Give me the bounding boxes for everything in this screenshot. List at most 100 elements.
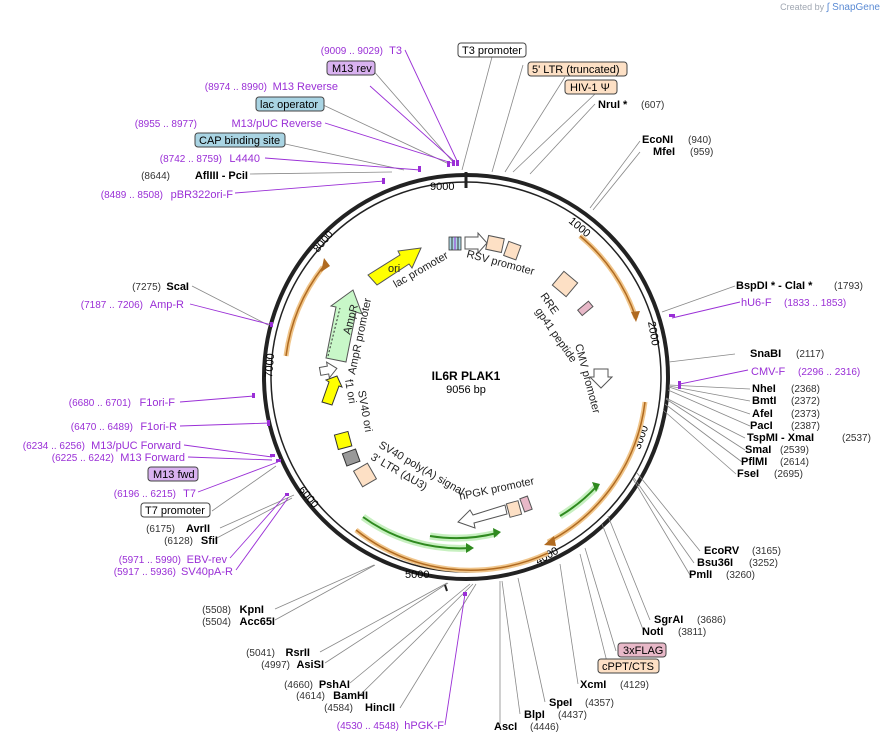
enzyme-kpni-pos: (5508) xyxy=(202,605,231,616)
primer-m13-puc-forward: M13/pUC Forward xyxy=(91,440,181,452)
primer-t7: T7 xyxy=(183,488,196,500)
enzyme-nhei: NheI xyxy=(752,383,776,395)
hiv-psi-box xyxy=(564,79,618,95)
enzyme-acc65i: Acc65I xyxy=(240,616,275,628)
enzyme-smai: SmaI xyxy=(745,444,771,456)
enzyme-noti-pos: (3811) xyxy=(678,627,706,638)
enzyme-fsei-pos: (2695) xyxy=(774,469,803,480)
ltr5-block xyxy=(485,234,505,254)
enzyme-scai-pos: (7275) xyxy=(132,282,161,293)
plasmid-name: IL6R PLAK1 xyxy=(432,369,501,383)
primer-f1ori-f: F1ori-F xyxy=(140,397,176,409)
ampr-arrow xyxy=(325,289,363,363)
m13-rev-label: M13 rev xyxy=(332,63,372,75)
hiv-psi-label: HIV-1 Ψ xyxy=(570,82,610,94)
enzyme-hincii-pos: (4584) xyxy=(324,703,353,714)
cppt-cts-label: cPPT/CTS xyxy=(602,661,654,673)
primer-t3: T3 xyxy=(389,45,402,57)
ltr5-label: 5' LTR (truncated) xyxy=(532,64,619,76)
f1-ori-arrow xyxy=(321,375,343,406)
tick-7000: 7000 xyxy=(263,353,277,378)
cppt-cts-box xyxy=(597,658,660,674)
enzyme-bspdi-pos: (1793) xyxy=(834,281,863,292)
primer-sv40pa-r-pos: (5917 .. 5936) xyxy=(114,567,176,578)
enzyme-sfii: SfiI xyxy=(201,535,218,547)
3xflag-label: 3xFLAG xyxy=(623,645,663,657)
primer-amp-r: Amp-R xyxy=(150,299,184,311)
enzyme-scai: ScaI xyxy=(166,281,189,293)
primer-m13-reverse: M13 Reverse xyxy=(273,81,338,93)
tick-6000: 6000 xyxy=(296,484,321,510)
lac-operator-box xyxy=(255,96,325,112)
primer-hpgk-f: hPGK-F xyxy=(404,720,444,732)
cmv-promoter-arrow xyxy=(588,368,614,389)
rre-block xyxy=(551,270,579,298)
primer-f1ori-r-pos: (6470 .. 6489) xyxy=(71,422,133,433)
primer-t7-pos: (6196 .. 6215) xyxy=(114,489,176,500)
primer-cmv-f: CMV-F xyxy=(751,366,786,378)
enzyme-sgrai-pos: (3686) xyxy=(697,615,726,626)
primer-m13-puc-reverse: M13/pUC Reverse xyxy=(232,118,322,130)
primer-ebv-rev-pos: (5971 .. 5990) xyxy=(119,555,181,566)
gp41-label: gp41 peptide xyxy=(533,306,579,365)
t7-promoter-box xyxy=(140,502,211,518)
inner-features xyxy=(318,231,614,529)
enzyme-econi-pos: (940) xyxy=(688,135,711,146)
primer-m13-reverse-pos: (8974 .. 8990) xyxy=(205,82,267,93)
enzyme-bmti: BmtI xyxy=(752,395,776,407)
primer-hu6-f: hU6-F xyxy=(741,297,772,309)
primer-cmv-f-pos: (2296 .. 2316) xyxy=(798,367,860,378)
enzyme-asci-pos: (4446) xyxy=(530,722,559,733)
m13-fwd-box xyxy=(147,466,199,482)
rsv-promoter-arrow xyxy=(464,231,488,255)
enzyme-mfei: MfeI xyxy=(653,146,675,158)
enzyme-snabi-pos: (2117) xyxy=(796,349,824,360)
enzyme-bspdi-clai: BspDI * - ClaI * xyxy=(736,280,813,292)
primer-ebv-rev: EBV-rev xyxy=(187,554,228,566)
primer-hpgk-f-pos: (4530 .. 4548) xyxy=(337,721,399,732)
primer-f1ori-f-pos: (6680 .. 6701) xyxy=(69,398,131,409)
enzyme-avrii-pos: (6175) xyxy=(146,524,175,535)
hiv-psi-block xyxy=(502,240,522,261)
tick-9000: 9000 xyxy=(430,181,454,193)
enzyme-sfii-pos: (6128) xyxy=(164,536,193,547)
lac-operator-label: lac operator xyxy=(260,99,318,111)
enzyme-asisi-pos: (4997) xyxy=(261,660,290,671)
enzyme-afei-pos: (2373) xyxy=(791,409,820,420)
primer-pbr322ori-f: pBR322ori-F xyxy=(171,189,234,201)
enzyme-kpni: KpnI xyxy=(240,604,264,616)
primer-f1ori-r: F1ori-R xyxy=(140,421,177,433)
sv40-ori-block xyxy=(333,430,353,451)
primer-hu6-f-pos: (1833 .. 1853) xyxy=(784,298,846,309)
enzyme-acc65i-pos: (5504) xyxy=(202,617,231,628)
enzyme-bsu36i-pos: (3252) xyxy=(749,558,778,569)
enzyme-pmli-pos: (3260) xyxy=(726,570,755,581)
enzyme-xcmi: XcmI xyxy=(580,679,606,691)
enzyme-afei: AfeI xyxy=(752,408,773,420)
snapgene-logo-icon: ∫ xyxy=(826,2,833,13)
enzyme-rsrii: RsrII xyxy=(286,647,310,659)
primer-m13-puc-reverse-pos: (8955 .. 8977) xyxy=(135,119,197,130)
snapgene-branding: Created by ∫ SnapGene xyxy=(780,2,880,13)
tick-5000: 5000 xyxy=(405,569,429,581)
enzyme-mfei-pos: (959) xyxy=(690,147,713,158)
arc-arrow-2 xyxy=(544,536,556,546)
m13-rev-box xyxy=(326,60,376,76)
f1-ori-label: f1 ori xyxy=(342,378,358,404)
ltr3-block xyxy=(352,462,378,488)
primer-amp-r-pos: (7187 .. 7206) xyxy=(81,300,143,311)
enzyme-asisi: AsiSI xyxy=(296,659,324,671)
enzyme-paci: PacI xyxy=(750,420,773,432)
enzyme-hincii: HincII xyxy=(365,702,395,714)
enzyme-xcmi-pos: (4129) xyxy=(620,680,649,691)
tick-2000: 2000 xyxy=(645,320,661,346)
enzyme-spei: SpeI xyxy=(549,697,572,709)
tick-8000: 8000 xyxy=(311,228,336,254)
created-by-label: Created by xyxy=(780,2,825,12)
enzyme-pflmi-pos: (2614) xyxy=(780,457,809,468)
enzyme-sgrai: SgrAI xyxy=(654,614,683,626)
primer-labels: T3 (9009 .. 9029) M13 Reverse (8974 .. 8… xyxy=(23,45,861,732)
t3-promoter-box xyxy=(457,42,527,58)
enzyme-pshai: PshAI xyxy=(319,679,350,691)
